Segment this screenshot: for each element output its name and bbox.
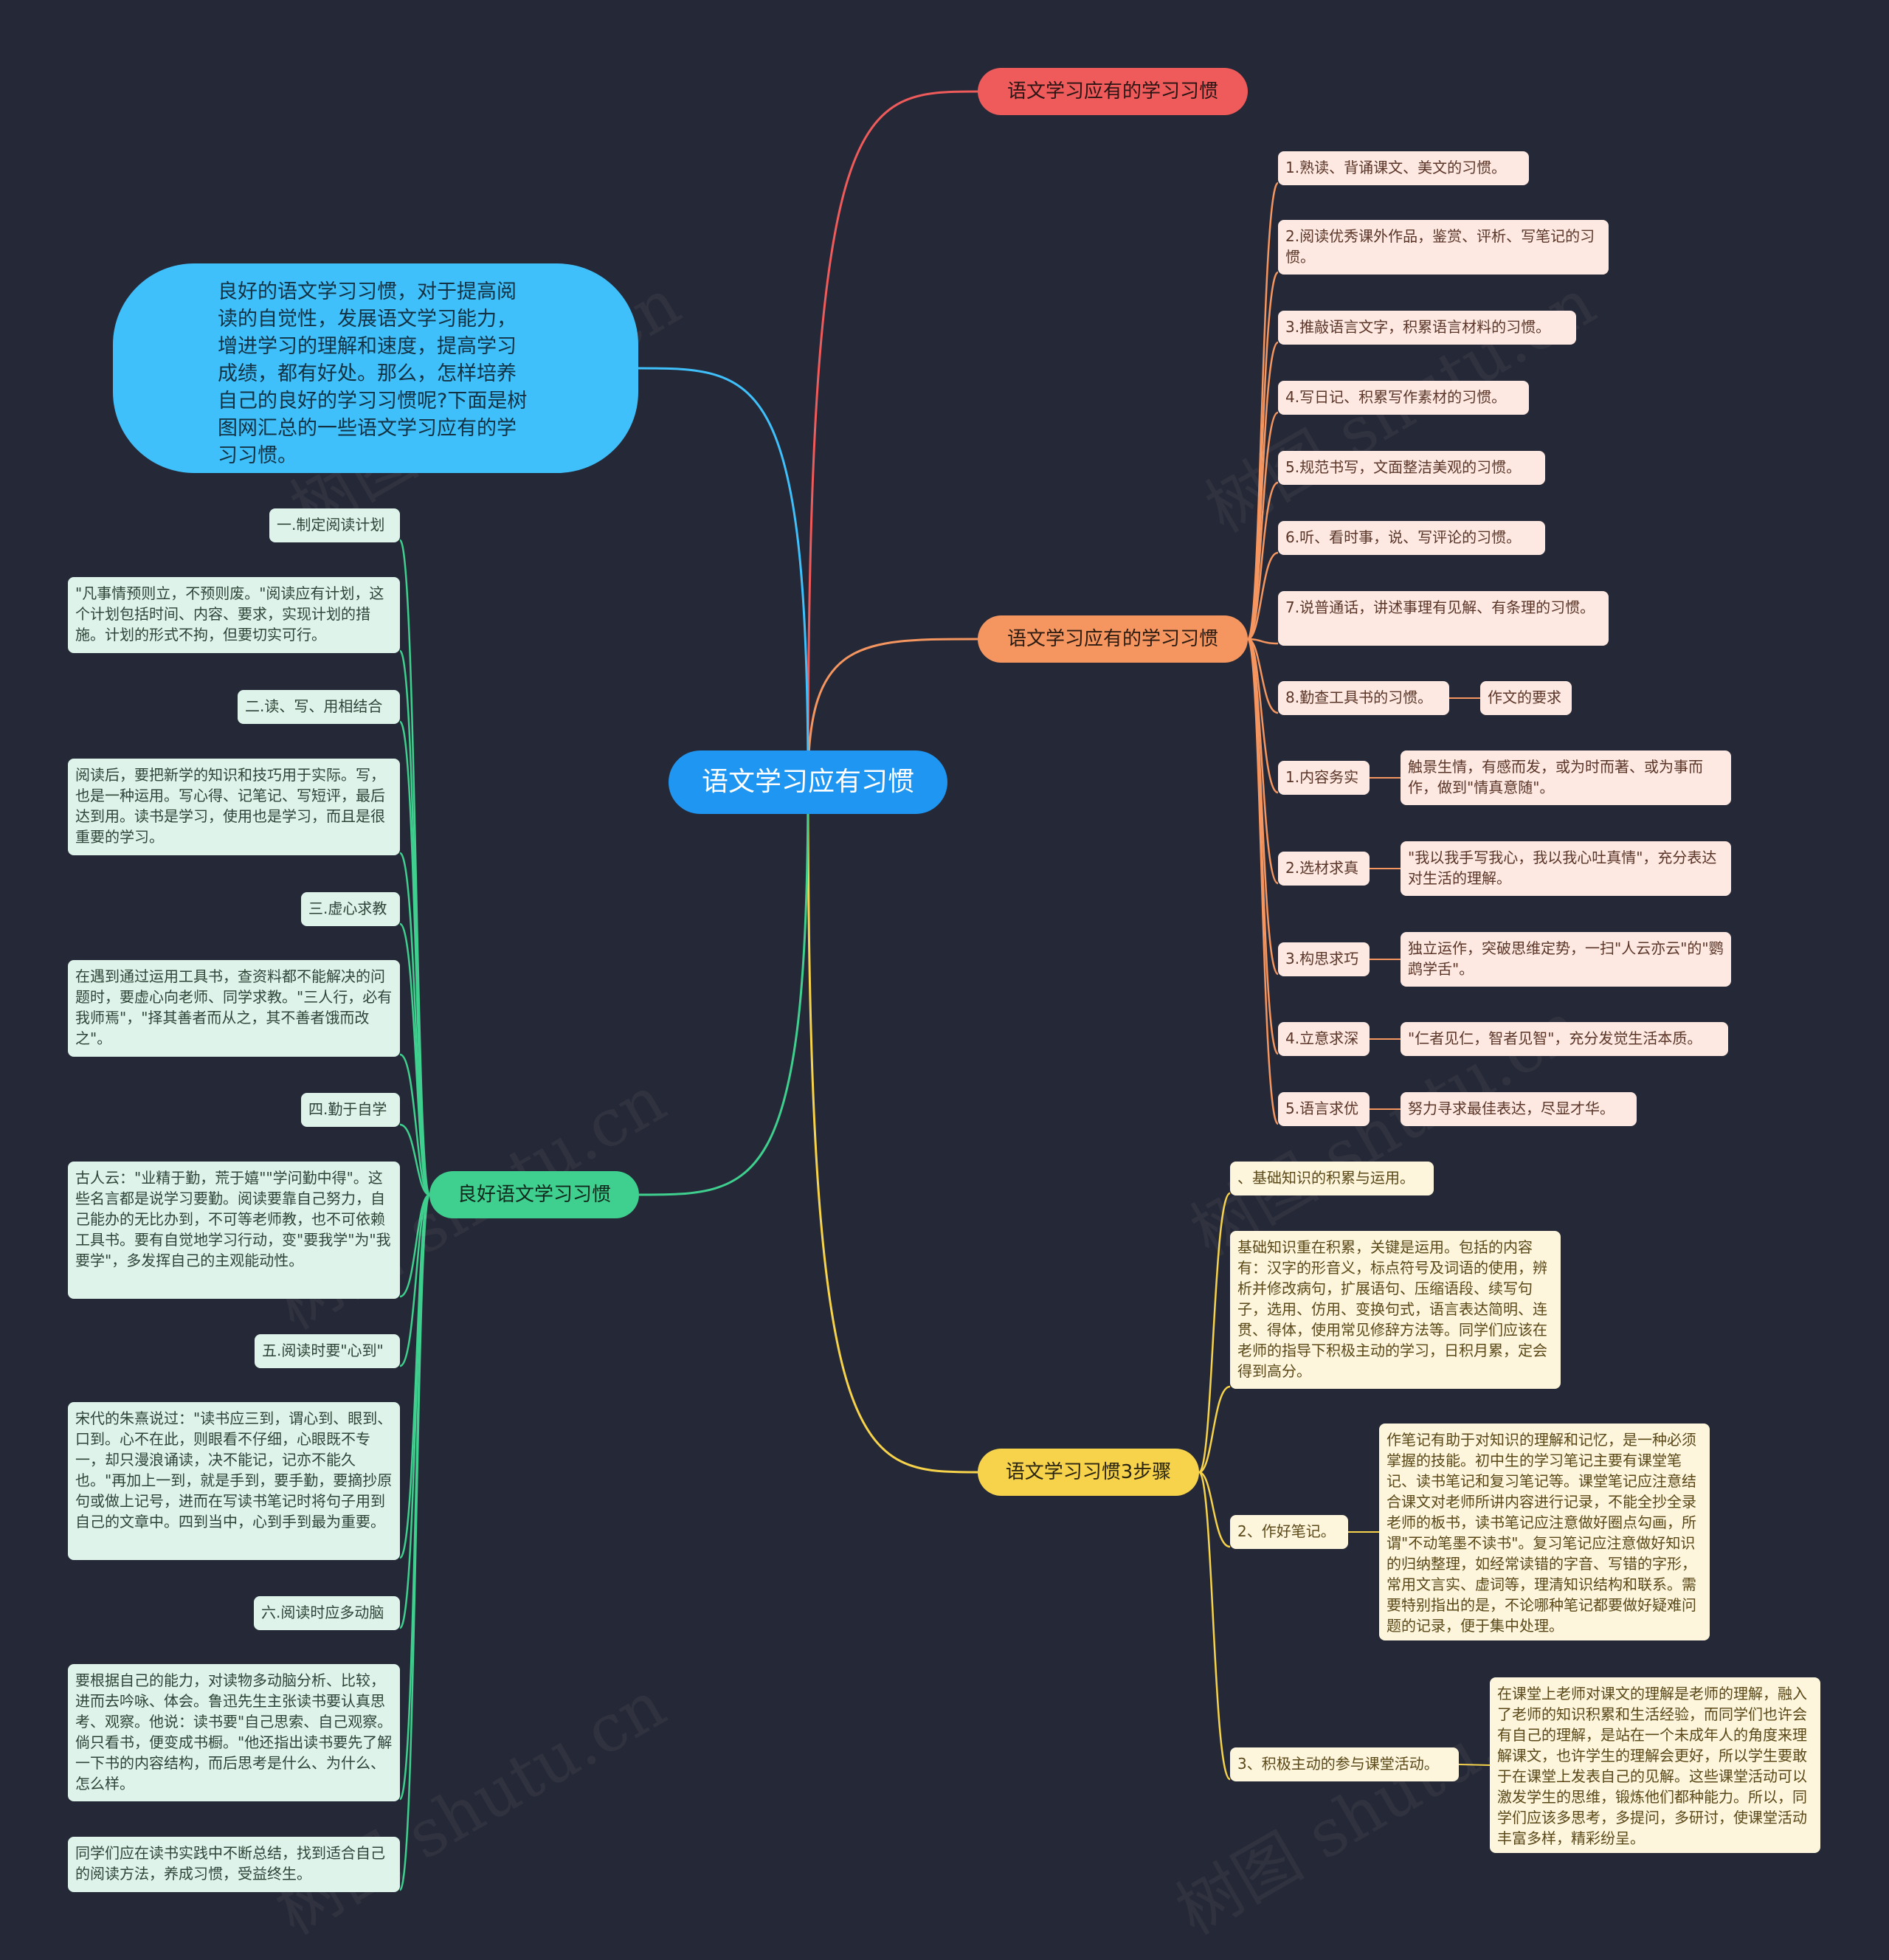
good-habit-desc-3: 在遇到通过运用工具书，查资料都不能解决的问题时，要虚心向老师、同学求教。"三人行…: [68, 960, 400, 1057]
good-habit-closing: 同学们应在读书实践中不断总结，找到适合自己的阅读方法，养成习惯，受益终生。: [68, 1837, 400, 1892]
requirement-label-3[interactable]: 3.构思求巧: [1278, 942, 1370, 976]
branch-habits-red[interactable]: 语文学习应有的学习习惯: [978, 68, 1248, 115]
requirement-desc-1: 触景生情，有感而发，或为时而著、或为事而作，做到"情真意随"。: [1401, 750, 1731, 805]
fan-connector: [399, 1123, 430, 1196]
step-title-1[interactable]: 、基础知识的积累与运用。: [1230, 1162, 1434, 1195]
good-habit-desc-5: 宋代的朱熹说过："读书应三到，谓心到、眼到、口到。心不在此，则眼看不仔细，心眼既…: [68, 1402, 400, 1560]
branch-habits-orange[interactable]: 语文学习应有的学习习惯: [978, 615, 1248, 663]
requirement-label-4[interactable]: 4.立意求深: [1278, 1022, 1370, 1056]
habit-item-1[interactable]: 1.熟读、背诵课文、美文的习惯。: [1278, 151, 1529, 185]
good-habit-desc-1: "凡事情预则立，不预则废。"阅读应有计划，这个计划包括时间、内容、要求，实现计划…: [68, 577, 400, 653]
branch-good-habits[interactable]: 良好语文学习习惯: [429, 1171, 639, 1218]
fan-connector: [1246, 411, 1279, 641]
requirement-desc-3: 独立运作，突破思维定势，一扫"人云亦云"的"鹦鹉学舌"。: [1401, 932, 1731, 987]
main-connector: [807, 781, 978, 1474]
fan-connector: [1246, 638, 1280, 1125]
intro-bubble[interactable]: 良好的语文学习习惯，对于提高阅读的自觉性，发展语文学习能力，增进学习的理解和速度…: [113, 263, 638, 473]
main-connector: [638, 781, 809, 1196]
fan-connector: [1198, 1192, 1232, 1474]
habit-item-5[interactable]: 5.规范书写，文面整洁美观的习惯。: [1278, 451, 1545, 485]
fan-connector: [1198, 1471, 1232, 1781]
requirement-label-1[interactable]: 1.内容务实: [1278, 761, 1370, 795]
fan-connector: [1247, 638, 1279, 645]
step-desc-2: 作笔记有助于对知识的理解和记忆，是一种必须掌握的技能。初中生的学习笔记主要有课堂…: [1379, 1424, 1710, 1640]
good-habit-title-1[interactable]: 一.制定阅读计划: [269, 508, 400, 542]
requirement-desc-4: "仁者见仁，智者见智"，充分发觉生活本质。: [1401, 1022, 1728, 1056]
good-habit-title-4[interactable]: 四.勤于自学: [301, 1093, 400, 1127]
good-habit-desc-2: 阅读后，要把新学的知识和技巧用于实际。写，也是一种运用。写心得、记笔记、写短评，…: [68, 759, 400, 855]
habit-item-4[interactable]: 4.写日记、积累写作素材的习惯。: [1278, 381, 1529, 415]
fan-connector: [398, 1193, 431, 1891]
fan-connector: [1247, 638, 1279, 714]
fan-connector: [399, 1053, 430, 1196]
main-connector: [638, 367, 809, 783]
fan-connector: [1198, 1385, 1231, 1474]
good-habit-title-3[interactable]: 三.虚心求教: [301, 892, 400, 926]
root-topic[interactable]: 语文学习应有习惯: [669, 750, 947, 814]
habit-item-6[interactable]: 6.听、看时事，说、写评论的习惯。: [1278, 521, 1545, 555]
habit-item-3[interactable]: 3.推敲语言文字，积累语言材料的习惯。: [1278, 311, 1576, 345]
branch-three-steps[interactable]: 语文学习习惯3步骤: [978, 1449, 1199, 1496]
fan-connector: [399, 1193, 431, 1367]
good-habit-desc-4: 古人云："业精于勤，荒于嬉""学问勤中得"。这些名言都是说学习要勤。阅读要靠自己…: [68, 1162, 400, 1299]
step-title-3[interactable]: 3、积极主动的参与课堂活动。: [1230, 1747, 1459, 1781]
step-desc-1: 基础知识重在积累，关键是运用。包括的内容有：汉字的形音义，标点符号及词语的使用，…: [1230, 1231, 1561, 1389]
step-title-2[interactable]: 2、作好笔记。: [1230, 1515, 1348, 1549]
fan-connector: [1198, 1471, 1231, 1548]
habit-item-7[interactable]: 7.说普通话，讲述事理有见解、有条理的习惯。: [1278, 591, 1609, 646]
requirement-label-2[interactable]: 2.选材求真: [1278, 852, 1370, 886]
good-habit-title-5[interactable]: 五.阅读时要"心到": [255, 1334, 400, 1368]
requirement-label-5[interactable]: 5.语言求优: [1278, 1092, 1370, 1126]
fan-connector: [398, 922, 431, 1196]
step-desc-3: 在课堂上老师对课文的理解是老师的理解，融入了老师的知识积累和生活经验，而同学们也…: [1490, 1677, 1820, 1853]
requirement-desc-2: "我以我手写我心，我以我心吐真情"，充分表达对生活的理解。: [1401, 841, 1731, 896]
short-connector: [1458, 1764, 1491, 1766]
essay-requirements-label[interactable]: 作文的要求: [1480, 681, 1572, 715]
main-connector: [807, 90, 978, 783]
good-habit-desc-6: 要根据自己的能力，对读物多动脑分析、比较，进而去吟咏、体会。鲁迅先生主张读书要认…: [68, 1664, 400, 1801]
fan-connector: [1247, 551, 1279, 641]
habit-item-8[interactable]: 8.勤查工具书的习惯。: [1278, 681, 1449, 715]
main-connector: [807, 638, 978, 783]
habit-item-2[interactable]: 2.阅读优秀课外作品，鉴赏、评析、写笔记的习惯。: [1278, 220, 1609, 275]
requirement-desc-5: 努力寻求最佳表达，尽显才华。: [1401, 1092, 1637, 1126]
fan-connector: [1247, 638, 1279, 794]
good-habit-title-6[interactable]: 六.阅读时应多动脑: [254, 1596, 400, 1630]
fan-connector: [1247, 481, 1279, 641]
good-habit-title-2[interactable]: 二.读、写、用相结合: [238, 690, 400, 724]
